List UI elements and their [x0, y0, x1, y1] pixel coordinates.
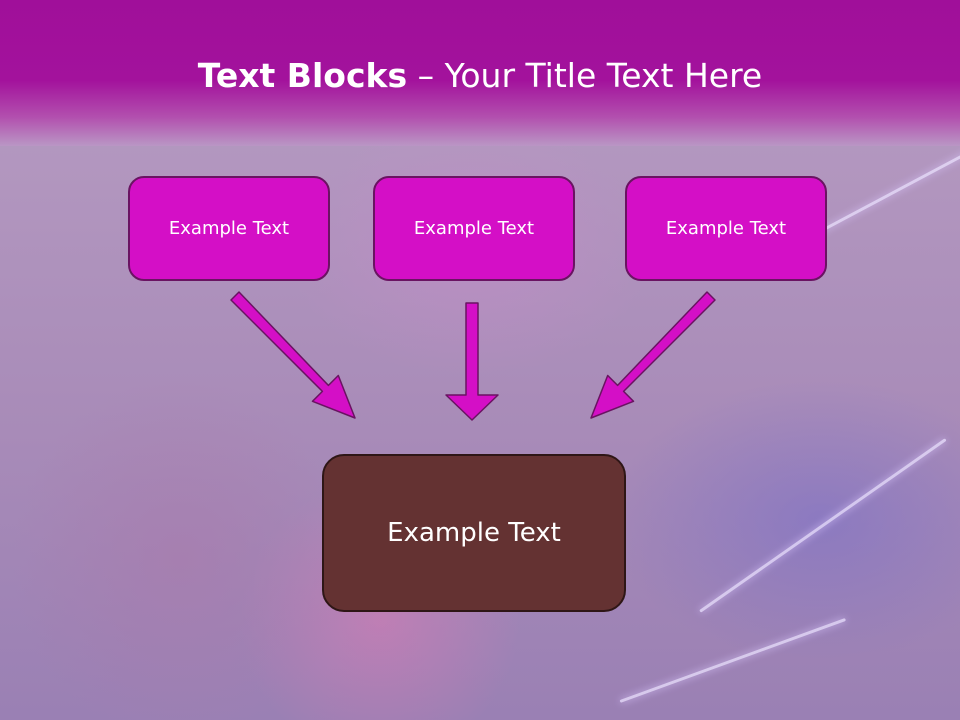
title-rest: Your Title Text Here [444, 56, 763, 95]
bottom-block[interactable]: Example Text [322, 454, 626, 612]
top-block-3-label: Example Text [665, 218, 787, 239]
top-block-2[interactable]: Example Text [373, 176, 575, 281]
arrow-left [230, 291, 356, 419]
title-bold: Text Blocks [197, 56, 408, 95]
top-block-2-label: Example Text [413, 218, 535, 239]
top-block-1[interactable]: Example Text [128, 176, 330, 281]
title-dash: – [417, 56, 435, 95]
top-block-1-label: Example Text [168, 218, 290, 239]
title-bar [0, 0, 960, 146]
bottom-block-label: Example Text [387, 518, 561, 548]
top-block-3[interactable]: Example Text [625, 176, 827, 281]
slide-title: Text Blocks – Your Title Text Here [0, 55, 960, 97]
arrow-center [445, 302, 499, 421]
arrow-right [590, 291, 716, 419]
